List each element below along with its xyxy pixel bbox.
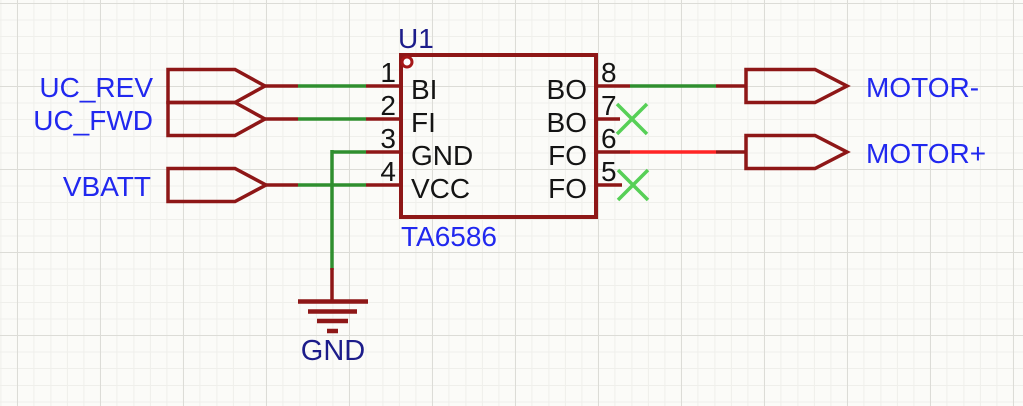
net-label-motor-plus[interactable]: MOTOR+ xyxy=(866,138,987,169)
pin-name-bo2: BO xyxy=(546,107,587,138)
pin-number-1: 1 xyxy=(380,57,396,88)
port-flag-uc-rev[interactable] xyxy=(166,67,269,105)
pin-name-bi: BI xyxy=(411,74,438,105)
pin-number-6: 6 xyxy=(601,123,617,154)
pin1-dot-icon xyxy=(400,55,414,69)
pin-name-fi: FI xyxy=(411,107,436,138)
pin-number-7: 7 xyxy=(601,90,617,121)
net-label-vbatt[interactable]: VBATT xyxy=(62,171,151,202)
port-flag-motor-plus[interactable] xyxy=(744,133,851,171)
pin-number-5: 5 xyxy=(601,156,617,187)
port-flag-motor-minus[interactable] xyxy=(744,67,851,105)
pin-number-8: 8 xyxy=(601,57,617,88)
component-reference[interactable]: U1 xyxy=(398,23,434,54)
net-label-uc-rev[interactable]: UC_REV xyxy=(39,72,153,103)
pin-name-vcc: VCC xyxy=(411,173,471,204)
pin-name-gnd: GND xyxy=(411,140,474,171)
net-label-motor-minus[interactable]: MOTOR- xyxy=(866,72,980,103)
pin-name-fo2: FO xyxy=(548,173,587,204)
no-connect-x-icon[interactable] xyxy=(616,168,650,202)
pin-name-bo1: BO xyxy=(546,74,587,105)
pin-number-2: 2 xyxy=(380,90,396,121)
component-part-number[interactable]: TA6586 xyxy=(401,221,497,252)
net-label-uc-fwd[interactable]: UC_FWD xyxy=(33,105,153,136)
no-connect-x-icon[interactable] xyxy=(615,102,649,136)
pin-number-4: 4 xyxy=(380,156,396,187)
ground-net-label[interactable]: GND xyxy=(300,335,366,367)
port-flag-uc-fwd[interactable] xyxy=(166,100,269,138)
port-flag-vbatt[interactable] xyxy=(166,166,270,204)
ic-body[interactable] xyxy=(399,53,598,219)
pin-name-fo1: FO xyxy=(548,140,587,171)
pin-number-3: 3 xyxy=(380,123,396,154)
